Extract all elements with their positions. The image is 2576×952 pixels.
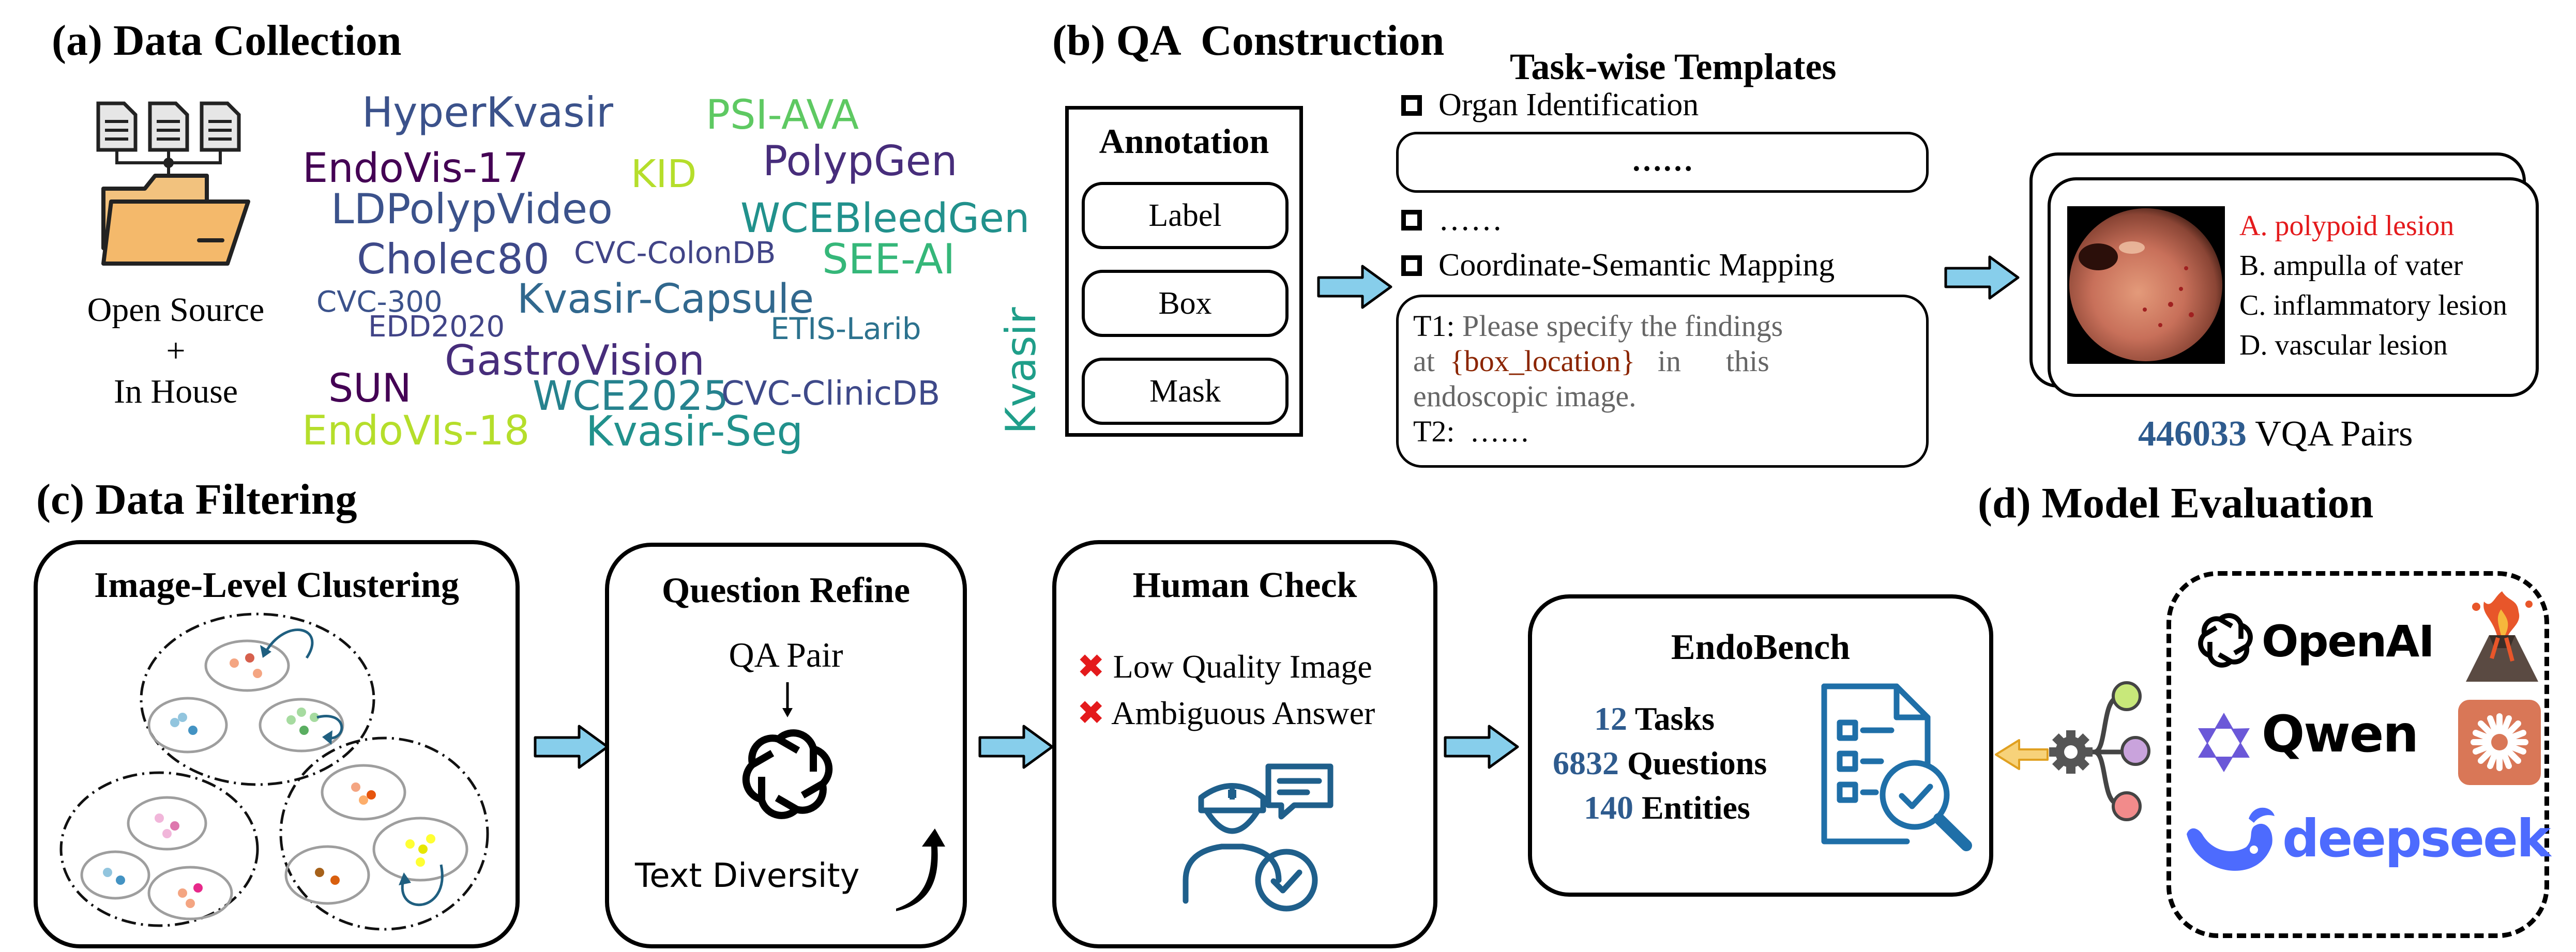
dataset-cvc-300: CVC-300: [316, 285, 443, 319]
arrow-right-icon: [534, 725, 609, 769]
box-location-token: {box_location}: [1449, 344, 1635, 378]
section-title-data-filtering: (c) Data Filtering: [36, 475, 357, 524]
doctor-review-icon: [1183, 763, 1334, 912]
stat-questions: 6832 Questions: [1553, 745, 1767, 781]
stat-entities: 140 Entities: [1584, 789, 1750, 826]
dataset-psi-ava: PSI-AVA: [706, 92, 859, 139]
vqa-pairs-label: VQA Pairs: [2255, 414, 2413, 454]
deepseek-label: deepseek: [2282, 808, 2551, 869]
dataset-kid: KID: [631, 152, 697, 196]
question-refine-title: Question Refine: [661, 571, 911, 610]
section-title-data-collection: (a) Data Collection: [52, 17, 402, 65]
dataset-kvasir-seg: Kvasir-Seg: [586, 407, 804, 455]
dataset-edd2020: EDD2020: [368, 310, 505, 344]
template-item-coordinate: Coordinate-Semantic Mapping: [1401, 247, 1835, 284]
arrow-right-icon: [978, 725, 1054, 769]
t2-text: ……: [1469, 414, 1530, 448]
section-title-model-evaluation: (d) Model Evaluation: [1978, 479, 2374, 527]
arrow-right-icon: [1944, 255, 2020, 300]
volcano-icon: [2466, 591, 2538, 682]
templates-title: Task-wise Templates: [1510, 46, 1837, 87]
vqa-option-b: B. ampulla of vater: [2239, 250, 2463, 282]
annotation-panel: Annotation Label Box Mask: [1065, 106, 1303, 437]
vqa-option-d: D. vascular lesion: [2239, 329, 2448, 361]
section-title-qa-construction: (b) QA Construction: [1052, 17, 1445, 65]
in-house-label: In House: [113, 373, 238, 411]
question-refine-panel: Question Refine QA Pair Text Diversity: [605, 543, 967, 948]
dataset-ldpolypvideo: LDPolypVideo: [331, 185, 613, 233]
curved-up-arrow-icon: [896, 828, 945, 911]
annotation-label-box: Label: [1082, 182, 1289, 249]
vqa-pairs-count: 446033: [2138, 414, 2247, 454]
openai-label: OpenAI: [2262, 616, 2435, 667]
human-check-item-ambiguous: ✖ Ambiguous Answer: [1077, 694, 1375, 732]
text-diversity-label: Text Diversity: [635, 857, 860, 895]
qwen-logo-icon: [2198, 713, 2250, 772]
folder-documents-icon: [96, 101, 250, 266]
clustering-panel: Image-Level Clustering: [34, 540, 520, 948]
checkbox-icon: [1401, 95, 1422, 116]
vqa-pairs-caption: 446033 VQA Pairs: [2138, 413, 2413, 455]
dataset-endovis-18: EndoVIs-18: [302, 408, 530, 454]
checkbox-icon: [1401, 255, 1422, 276]
human-check-title: Human Check: [1132, 565, 1357, 605]
dataset-see-ai: SEE-AI: [822, 235, 956, 283]
dataset-cholec80: Cholec80: [357, 235, 550, 283]
vqa-option-c: C. inflammatory lesion: [2239, 289, 2507, 321]
checkbox-icon: [1401, 209, 1422, 231]
gear-hub-icon: [2049, 681, 2150, 821]
dataset-wcebleedgen: WCEBleedGen: [740, 195, 1030, 242]
dataset-kvasir-capsule: Kvasir-Capsule: [517, 276, 814, 323]
claude-logo-icon: [2458, 700, 2541, 785]
annotation-label-text: Label: [1148, 198, 1222, 233]
vqa-option-a: A. polypoid lesion: [2239, 210, 2454, 242]
cross-icon: ✖: [1077, 648, 1105, 686]
arrow-left-icon: [1995, 739, 2049, 770]
dataset-kvasir: Kvasir: [997, 307, 1045, 434]
dataset-polypgen: PolypGen: [763, 137, 958, 185]
model-panel: OpenAI Qwen: [2166, 571, 2551, 938]
open-source-label: Open Source: [87, 291, 265, 329]
dataset-hyperkvasir: HyperKvasir: [362, 88, 614, 136]
dataset-wce2025: WCE2025: [533, 373, 729, 420]
template-item-ellipsis: ……: [1401, 202, 1503, 238]
dataset-endovis-17: EndoVis-17: [302, 145, 529, 192]
annotation-mask-box: Mask: [1082, 358, 1289, 425]
dataset-etis-larib: ETIS-Larib: [770, 311, 921, 346]
arrow-right-icon: [1317, 265, 1392, 309]
vqa-card: A. polypoid lesion B. ampulla of vater C…: [2048, 177, 2539, 397]
template-placeholder-box: ……: [1396, 132, 1929, 193]
openai-logo-icon: [2198, 613, 2253, 668]
dataset-gastrovision: GastroVision: [445, 336, 705, 385]
annotation-title: Annotation: [1099, 121, 1269, 161]
endoscopic-image: [2067, 206, 2225, 364]
t2-prefix: T2:: [1413, 414, 1455, 448]
endobench-title: EndoBench: [1671, 627, 1851, 667]
human-check-panel: Human Check ✖ Low Quality Image ✖ Ambigu…: [1052, 540, 1437, 948]
template-text-box: T1: Please specify the findings at {box_…: [1396, 295, 1929, 468]
openai-logo-icon: [742, 729, 833, 819]
template-item-organ: Organ Identification: [1401, 87, 1699, 124]
qa-pair-label: QA Pair: [729, 635, 843, 674]
endobench-panel: EndoBench 12 Tasks 6832 Questions 140 En…: [1528, 594, 1993, 897]
plus-label: +: [166, 332, 186, 370]
cluster-diagram: [59, 612, 489, 931]
dataset-cvc-colondb: CVC-ColonDB: [574, 235, 776, 270]
report-search-icon: [1821, 683, 1972, 851]
cross-icon: ✖: [1077, 694, 1105, 732]
arrow-down-icon: [782, 682, 793, 717]
qwen-label: Qwen: [2262, 705, 2419, 764]
human-check-item-low-quality: ✖ Low Quality Image: [1077, 648, 1372, 686]
clustering-title: Image-Level Clustering: [94, 565, 459, 605]
t1-text-a: Please specify the findings: [1462, 309, 1783, 343]
dataset-sun: SUN: [328, 365, 412, 411]
t1-prefix: T1:: [1413, 309, 1455, 343]
arrow-right-icon: [1444, 725, 1519, 769]
deepseek-whale-icon: [2187, 807, 2275, 871]
annotation-box-text: Box: [1158, 286, 1212, 321]
annotation-mask-text: Mask: [1149, 374, 1221, 409]
dataset-cvc-clinicdb: CVC-ClinicDB: [721, 375, 941, 413]
annotation-box-box: Box: [1082, 270, 1289, 337]
stat-tasks: 12 Tasks: [1594, 700, 1715, 737]
